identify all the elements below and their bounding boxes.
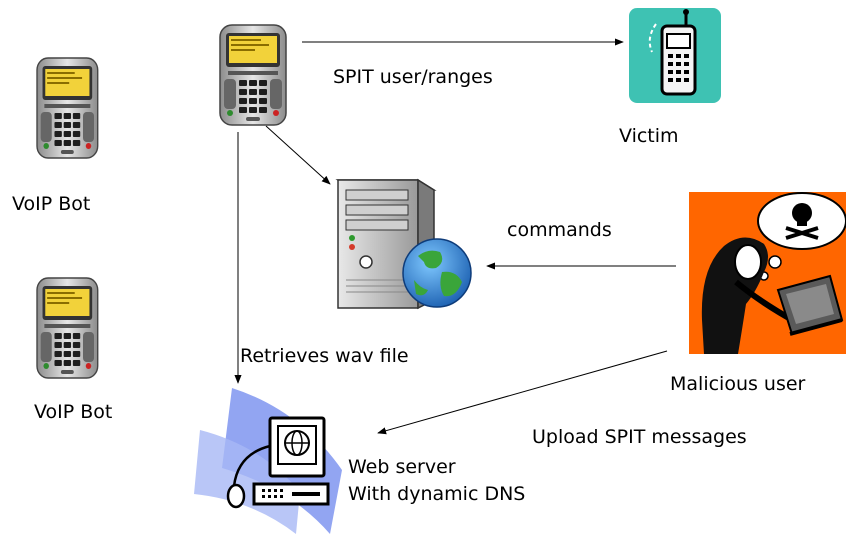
voip-phone-icon	[36, 277, 99, 379]
voip-bot-label: VoIP Bot	[12, 193, 91, 215]
arrow-upload-spit	[377, 350, 668, 435]
malicious-user-icon	[689, 192, 846, 354]
commands-label: commands	[507, 219, 612, 241]
spit-ranges-label: SPIT user/ranges	[333, 66, 493, 88]
server-tower-icon	[335, 178, 472, 310]
arrow-bot-to-server	[265, 125, 331, 185]
web-server-computer-icon	[194, 388, 342, 534]
voip-phone-icon	[219, 24, 287, 126]
voip-phone-icon	[36, 57, 99, 159]
malicious-user-label: Malicious user	[670, 373, 806, 395]
upload-spit-label: Upload SPIT messages	[532, 426, 747, 448]
dynamic-dns-label: With dynamic DNS	[348, 483, 526, 505]
web-server-label: Web server	[348, 456, 456, 478]
mobile-phone-icon	[629, 8, 721, 103]
victim-label: Victim	[619, 125, 679, 147]
retrieves-wav-label: Retrieves wav file	[240, 345, 409, 367]
voip-bot-label: VoIP Bot	[34, 401, 113, 423]
